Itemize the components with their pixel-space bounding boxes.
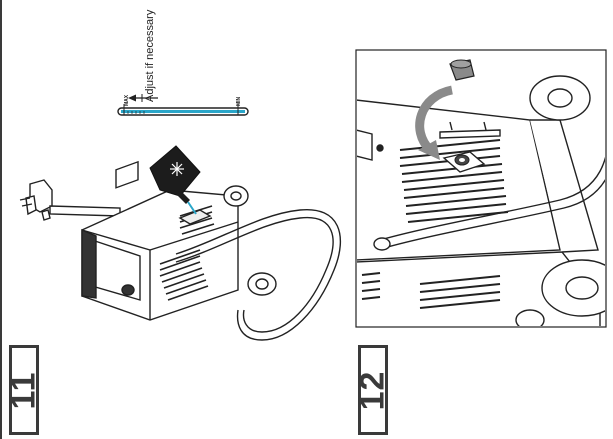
reservoir-cap [449,59,475,81]
curved-arrow-icon [415,85,454,160]
step-number-11: 11 [5,345,43,435]
coolant-level-gauge [117,94,249,116]
welder-handle [357,129,384,161]
snowflake-icon [170,162,184,176]
step-number-12-text: 12 [353,370,392,410]
reservoir-port [442,151,486,173]
coolant-bottle [149,145,201,215]
step-number-11-text: 11 [4,371,43,409]
welder-wheels [121,185,277,296]
coolant-hose [175,209,342,341]
step-number-12: 12 [354,345,392,435]
welder-wheels-detail [515,75,605,326]
coolant-hose-detail [373,156,605,251]
